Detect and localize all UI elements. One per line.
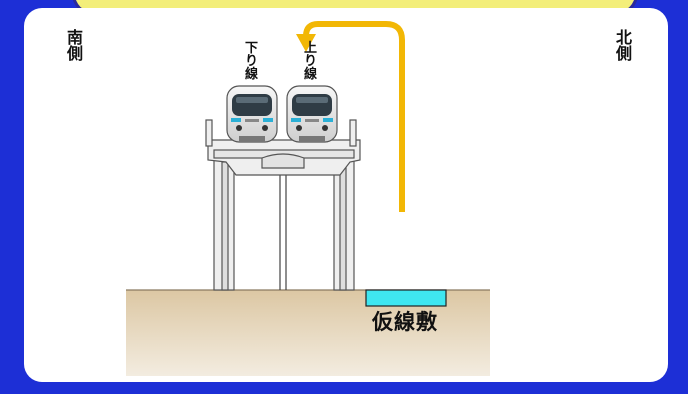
down-line-label: 下り線 [245, 41, 259, 82]
up-line-label: 上り線 [304, 41, 318, 82]
temporary-track [365, 289, 447, 307]
curved-arrow-icon [296, 21, 405, 212]
train-front-icon [226, 85, 278, 143]
train-front-icon [286, 85, 338, 143]
viaduct-structure [205, 119, 361, 291]
north-side-label: 北側 [616, 28, 633, 63]
south-side-label: 南側 [67, 28, 84, 63]
temporary-track-label: 仮線敷 [372, 310, 438, 334]
